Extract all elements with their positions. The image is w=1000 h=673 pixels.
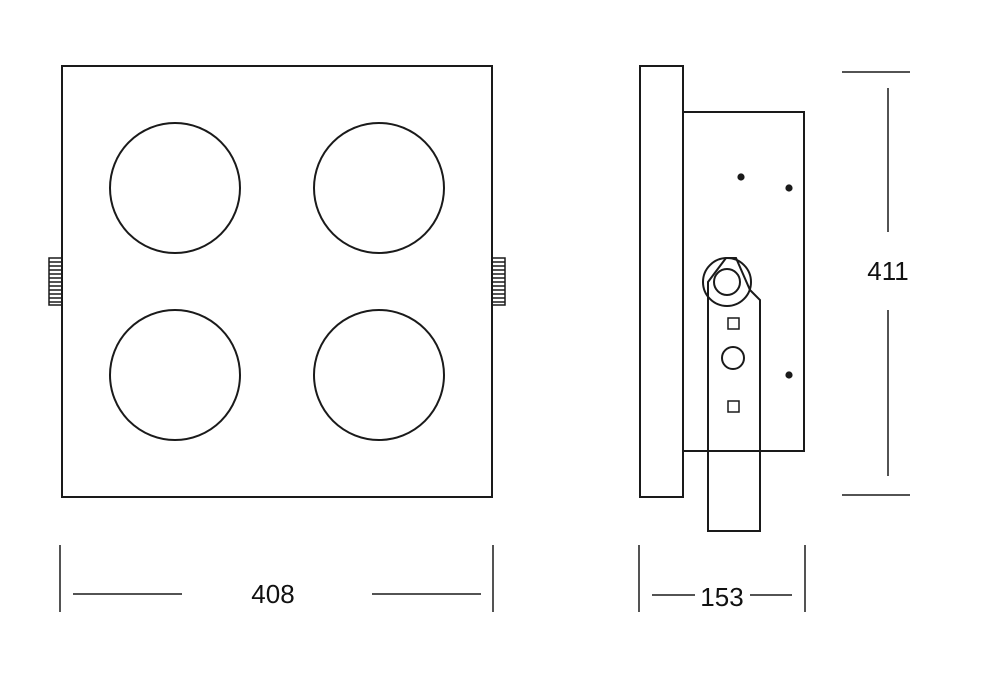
lens-top-left	[109, 122, 241, 254]
right-knob	[491, 257, 506, 306]
depth-label: 153	[700, 582, 743, 612]
lens-grid	[109, 122, 445, 441]
bracket-slot-1	[727, 317, 740, 330]
pivot-inner	[713, 268, 741, 296]
screw-hole-3	[785, 371, 793, 379]
height-label: 411	[867, 256, 908, 286]
side-body	[682, 111, 805, 452]
width-label: 408	[251, 579, 294, 609]
front-housing	[61, 65, 493, 498]
lens-bottom-right	[313, 309, 445, 441]
front-view	[48, 65, 506, 498]
left-knob	[48, 257, 63, 306]
side-view	[639, 65, 805, 532]
lens-bottom-left	[109, 309, 241, 441]
screw-hole-1	[737, 173, 745, 181]
width-dimension: 408	[59, 545, 494, 612]
side-front-plate	[639, 65, 684, 498]
bracket-slot-2	[727, 400, 740, 413]
mounting-bracket	[707, 257, 761, 532]
lens-top-right	[313, 122, 445, 254]
height-dimension: 411	[842, 71, 910, 496]
screw-hole-2	[785, 184, 793, 192]
bracket-hole	[721, 346, 745, 370]
pivot-outer	[702, 257, 752, 307]
depth-dimension: 153	[638, 545, 806, 612]
